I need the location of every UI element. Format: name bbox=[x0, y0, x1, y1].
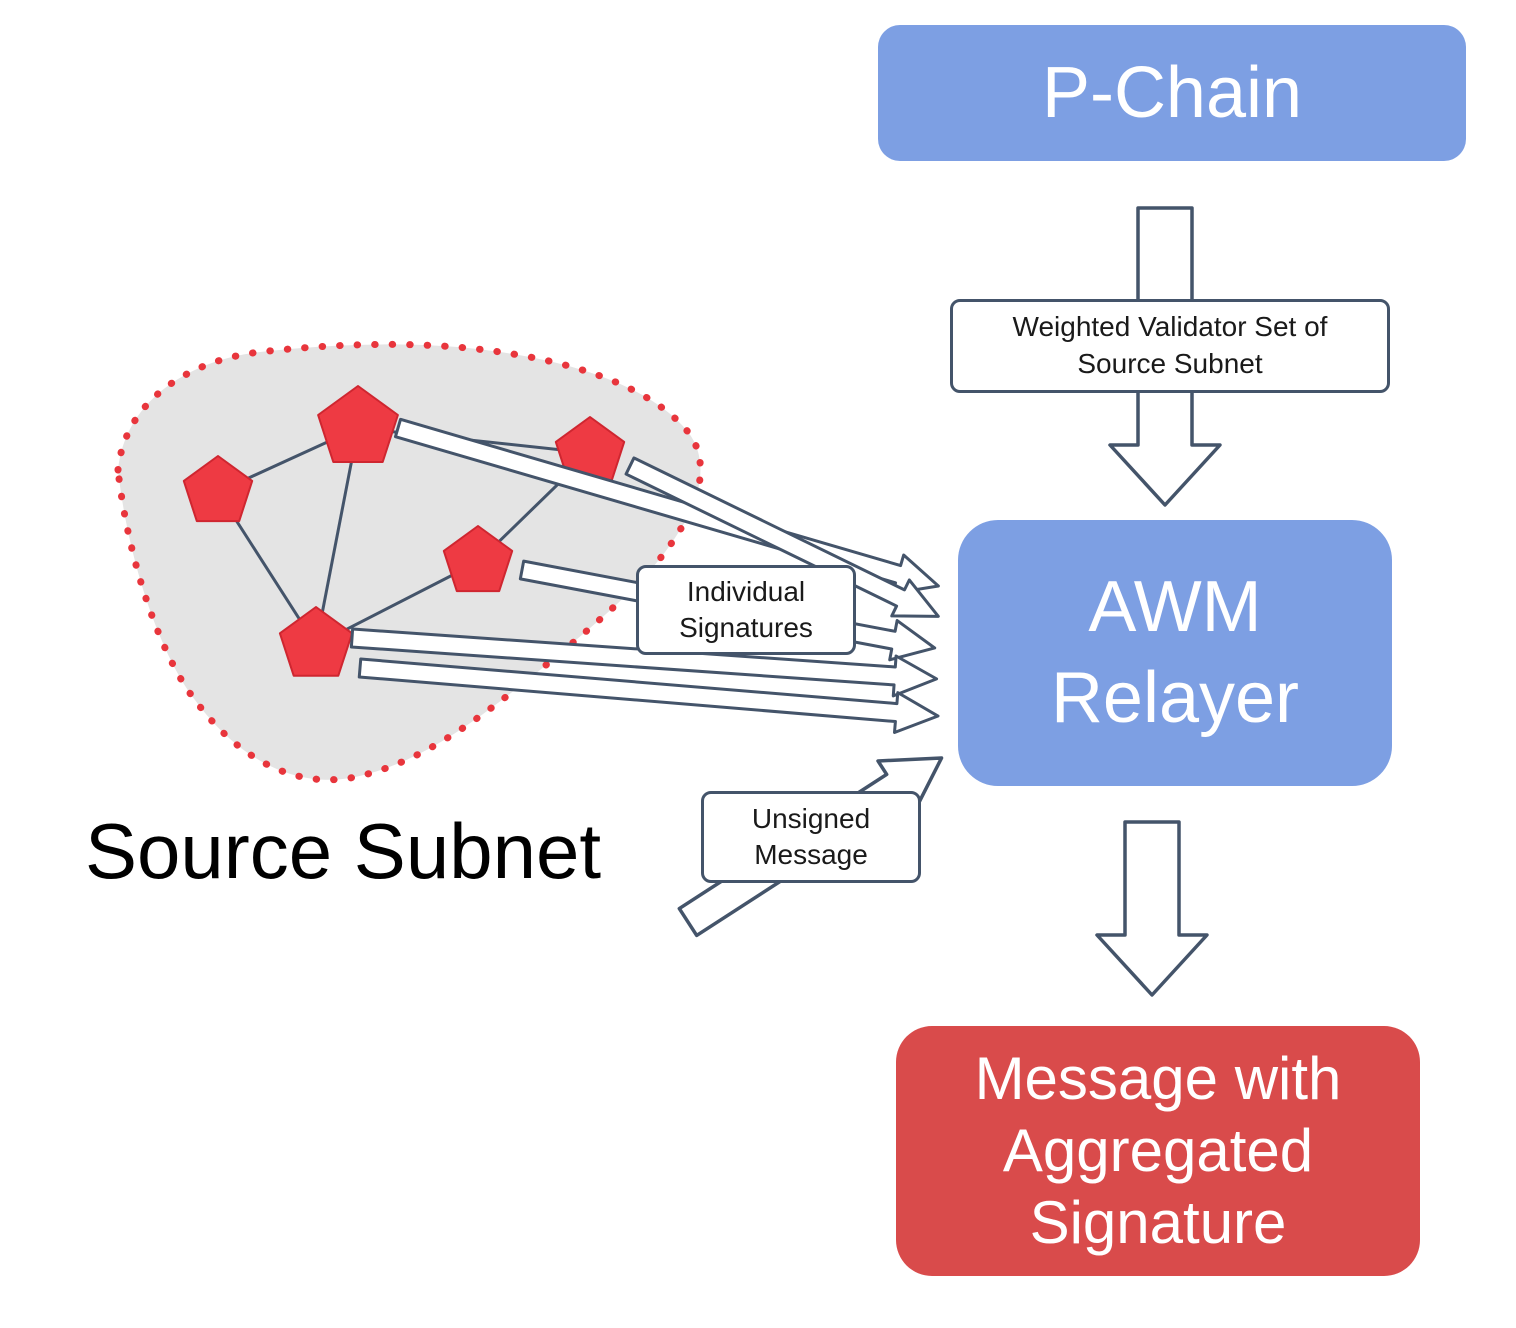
network-edge bbox=[314, 427, 360, 646]
p-chain-node: P-Chain bbox=[878, 25, 1466, 161]
signature-arrow-icon bbox=[357, 657, 940, 734]
pentagon-validator-icon bbox=[278, 606, 354, 677]
individual-signatures-label: Individual Signatures bbox=[636, 565, 856, 655]
source-subnet-dotted-border-icon bbox=[114, 340, 704, 784]
flow-arrow-relayer-to-message-icon bbox=[1095, 820, 1209, 997]
individual-signature-arrows bbox=[349, 417, 940, 734]
unsigned-message-line1: Unsigned bbox=[751, 802, 871, 834]
awm-relayer-line2: Relayer bbox=[1050, 658, 1300, 738]
awm-relayer-line1: AWM bbox=[1088, 567, 1262, 648]
pentagon-validator-icon bbox=[442, 525, 514, 593]
signature-arrow-icon bbox=[349, 627, 939, 698]
validator-nodes bbox=[182, 385, 626, 677]
individual-signatures-line1: Individual bbox=[686, 575, 806, 607]
source-subnet-blob bbox=[118, 344, 701, 780]
pentagon-validator-icon bbox=[182, 455, 254, 523]
pentagon-validator-icon bbox=[317, 385, 399, 463]
aggregated-message-line3: Signature bbox=[1029, 1189, 1287, 1256]
weighted-validator-set-label: Weighted Validator Set of Source Subnet bbox=[950, 299, 1390, 393]
unsigned-message-line2: Message bbox=[754, 839, 868, 870]
signature-arrow-icon bbox=[624, 456, 940, 618]
weighted-validator-set-line2: Source Subnet bbox=[1077, 348, 1263, 379]
awm-relayer-node: AWM Relayer bbox=[958, 520, 1392, 786]
weighted-validator-set-line1: Weighted Validator Set of bbox=[1012, 311, 1328, 343]
aggregated-message-node: Message with Aggregated Signature bbox=[896, 1026, 1420, 1276]
source-subnet-label: Source Subnet bbox=[85, 807, 602, 895]
p-chain-label: P-Chain bbox=[1041, 53, 1303, 133]
aggregated-message-line1: Message with bbox=[974, 1045, 1342, 1112]
aggregated-message-line2: Aggregated bbox=[1002, 1117, 1314, 1184]
individual-signatures-line2: Signatures bbox=[679, 612, 813, 643]
unsigned-message-label: Unsigned Message bbox=[701, 791, 921, 883]
